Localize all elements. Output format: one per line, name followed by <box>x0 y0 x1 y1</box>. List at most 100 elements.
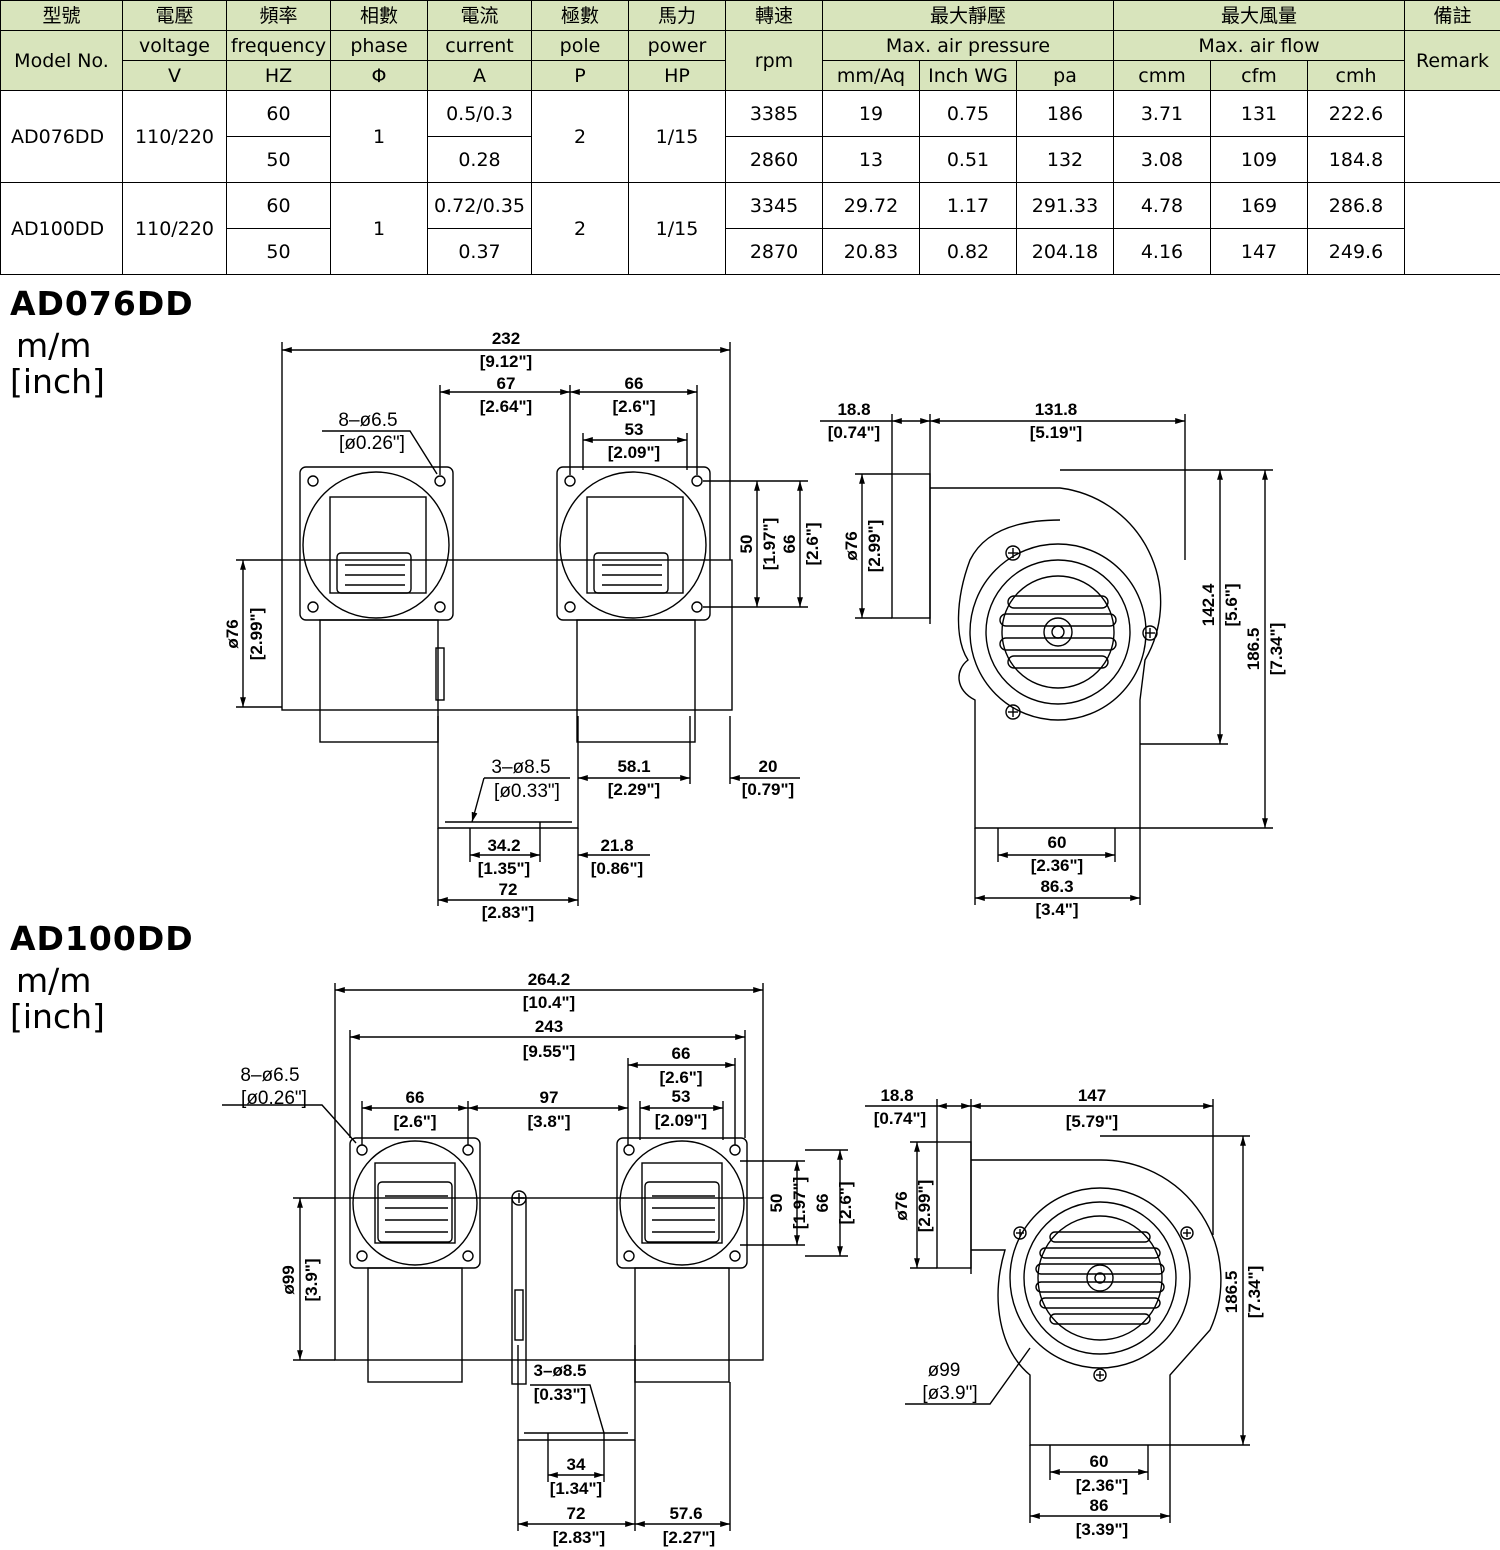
zh-header-phase: 相數 <box>330 0 428 31</box>
dim-label: 50 <box>767 1194 786 1213</box>
freq-cell: 50 <box>226 136 331 183</box>
dimension-drawings: 232 [9.12"] 67 [2.64"] 66 [2.6"] 53 [2.0… <box>222 329 1286 1547</box>
inchwg-cell: 0.51 <box>919 136 1017 183</box>
remark-cell <box>1404 90 1500 183</box>
cmm-cell: 3.08 <box>1113 136 1211 183</box>
dim-label: 264.2 <box>528 970 571 989</box>
dim-label: [ø0.26"] <box>241 1088 307 1109</box>
dim-label: [9.12"] <box>480 352 532 371</box>
dim-label: [2.09"] <box>608 443 660 462</box>
en-header-current: current <box>427 30 532 61</box>
unit-pa: pa <box>1016 60 1114 91</box>
en-header-pole: pole <box>531 30 629 61</box>
dim-label: [3.9"] <box>302 1258 321 1301</box>
en-header-frequency: frequency <box>226 30 331 61</box>
dim-label: ø76 <box>892 1191 911 1220</box>
dim-label: [5.6"] <box>1222 583 1241 626</box>
model-title: AD076DD <box>10 284 194 323</box>
dim-label: [7.34"] <box>1267 623 1286 675</box>
dim-label: 86.3 <box>1040 877 1073 896</box>
zh-header-remark: 備註 <box>1404 0 1500 31</box>
dim-label: [9.55"] <box>523 1042 575 1061</box>
dim-label: 72 <box>567 1504 586 1523</box>
en-header-voltage: voltage <box>122 30 227 61</box>
dim-label: [3.4"] <box>1035 900 1078 919</box>
phase-cell: 1 <box>330 90 428 183</box>
dim-label: 60 <box>1048 833 1067 852</box>
current-cell: 0.28 <box>427 136 532 183</box>
dim-label: [2.99"] <box>865 520 884 572</box>
power-cell: 1/15 <box>628 182 726 275</box>
dim-label: [ø0.26"] <box>339 433 405 454</box>
ad100dd-dimension-labels: 264.2 [10.4"] 243 [9.55"] 66 [2.6"] 53 [… <box>240 970 1264 1547</box>
dim-label: 50 <box>737 535 756 554</box>
zh-header-model: 型號 <box>0 0 123 31</box>
dim-label: 18.8 <box>837 400 870 419</box>
cfm-cell: 147 <box>1210 228 1308 275</box>
ad100dd-side-view <box>865 1099 1250 1523</box>
dim-label: 147 <box>1078 1086 1106 1105</box>
dim-label: [10.4"] <box>523 993 575 1012</box>
remark-cell <box>1404 182 1500 275</box>
unit-current: A <box>427 60 532 91</box>
en-header-phase: phase <box>330 30 428 61</box>
dim-label: 66 <box>625 374 644 393</box>
en-header-row: Model No. voltage frequency phase curren… <box>0 30 1500 91</box>
ad076dd-side-view <box>820 414 1273 905</box>
dim-label: [2.6"] <box>659 1068 702 1087</box>
dim-label: 66 <box>780 535 799 554</box>
dim-label: 97 <box>540 1088 559 1107</box>
section-label-ad100dd: AD100DD m/m [inch] <box>10 921 194 1035</box>
dim-label: 57.6 <box>669 1504 702 1523</box>
dim-label: [3.39"] <box>1076 1520 1128 1539</box>
dim-label: [2.6"] <box>393 1112 436 1131</box>
freq-cell: 60 <box>226 90 331 137</box>
dim-label: [1.97"] <box>790 1177 809 1229</box>
unit-mm-label: m/m <box>16 326 92 365</box>
dim-label: 60 <box>1090 1452 1109 1471</box>
unit-power: HP <box>628 60 726 91</box>
dim-label: 186.5 <box>1222 1271 1241 1314</box>
en-header-pressure: Max. air pressure <box>822 30 1114 61</box>
cmh-cell: 286.8 <box>1307 182 1405 229</box>
zh-header-airflow: 最大風量 <box>1113 0 1405 31</box>
table-row: 50 0.28 2860 13 0.51 132 3.08 109 184.8 <box>1 136 1500 183</box>
cmh-cell: 222.6 <box>1307 90 1405 137</box>
cmm-cell: 3.71 <box>1113 90 1211 137</box>
dim-label: 8–ø6.5 <box>338 410 397 431</box>
spec-table: 型號 電壓 頻率 相數 電流 極數 馬力 轉速 最大靜壓 最大風量 備註 Mod… <box>0 0 1500 275</box>
rpm-cell: 2860 <box>725 136 823 183</box>
unit-voltage: V <box>122 60 227 91</box>
table-row: AD100DD 110/220 60 1 0.72/0.35 2 1/15 33… <box>0 182 1500 275</box>
zh-header-row: 型號 電壓 頻率 相數 電流 極數 馬力 轉速 最大靜壓 最大風量 備註 <box>0 0 1500 31</box>
inchwg-cell: 0.82 <box>919 228 1017 275</box>
dim-label: [5.19"] <box>1030 423 1082 442</box>
dim-label: [2.36"] <box>1076 1476 1128 1495</box>
en-header-airflow: Max. air flow <box>1113 30 1405 61</box>
pa-cell: 204.18 <box>1016 228 1114 275</box>
unit-cmh: cmh <box>1307 60 1405 91</box>
zh-header-frequency: 頻率 <box>226 0 331 31</box>
dim-label: [2.99"] <box>247 608 266 660</box>
rpm-cell: 2870 <box>725 228 823 275</box>
cmm-cell: 4.16 <box>1113 228 1211 275</box>
table-row: 50 0.37 2870 20.83 0.82 204.18 4.16 147 … <box>1 228 1500 275</box>
dim-label: 8–ø6.5 <box>240 1065 299 1086</box>
model-cell: AD076DD <box>0 90 123 183</box>
dim-label: [2.09"] <box>655 1111 707 1130</box>
en-header-remark: Remark <box>1404 30 1500 91</box>
dim-label: ø76 <box>223 619 242 648</box>
dim-label: 131.8 <box>1035 400 1078 419</box>
dim-label: [2.27"] <box>663 1528 715 1547</box>
zh-header-voltage: 電壓 <box>122 0 227 31</box>
unit-phase: Φ <box>330 60 428 91</box>
dim-label: [5.79"] <box>1066 1112 1118 1131</box>
dim-label: [2.64"] <box>480 397 532 416</box>
voltage-cell: 110/220 <box>122 90 227 183</box>
mmaq-cell: 13 <box>822 136 920 183</box>
zh-header-pole: 極數 <box>531 0 629 31</box>
dim-label: [2.83"] <box>553 1528 605 1547</box>
unit-mm-label: m/m <box>16 961 92 1000</box>
pa-cell: 291.33 <box>1016 182 1114 229</box>
pole-cell: 2 <box>531 182 629 275</box>
